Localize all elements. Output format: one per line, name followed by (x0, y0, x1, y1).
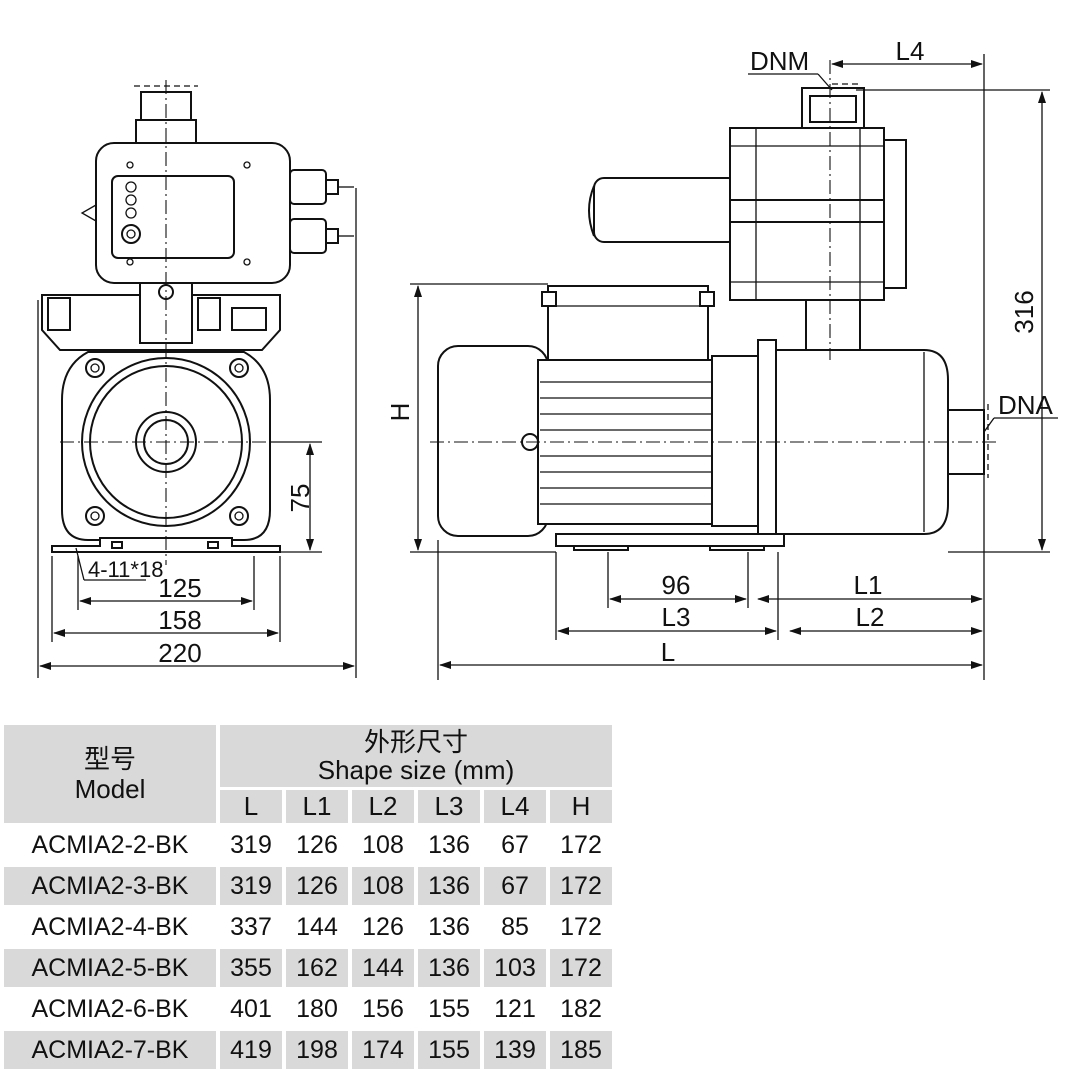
dim-96-label: 96 (662, 570, 691, 600)
model-header-en: Model (74, 774, 146, 804)
dim-220-label: 220 (158, 638, 201, 668)
value-cell: 126 (296, 830, 338, 859)
column-header: L1 (282, 790, 348, 823)
l3-label: L3 (662, 602, 691, 632)
l4-label: L4 (896, 36, 925, 66)
value-cell: 126 (362, 912, 404, 941)
model-header-cn: 型号 (83, 744, 136, 774)
value-cell: 162 (282, 949, 348, 987)
controller-box (95, 142, 291, 284)
h-label: H (385, 403, 415, 422)
model-header: 型号 Model (4, 725, 216, 823)
dna-label: DNA (998, 390, 1054, 420)
value-cell: 401 (230, 994, 272, 1023)
column-header: L (216, 790, 282, 823)
value-cell: 136 (428, 830, 470, 859)
dim-158-label: 158 (158, 605, 201, 635)
model-cell: ACMIA2-3-BK (4, 867, 216, 905)
value-cell: 319 (230, 830, 272, 859)
bolt-hole-label: 4-11*18 (88, 557, 163, 582)
value-cell: 121 (494, 994, 536, 1023)
value-cell: 155 (414, 1031, 480, 1069)
value-cell: 85 (501, 912, 529, 941)
model-cell: ACMIA2-5-BK (4, 949, 216, 987)
l2-label: L2 (856, 602, 885, 632)
table-row: ACMIA2-4-BK 337 144 126 136 85 172 (4, 908, 612, 946)
front-view: 75 4-11*18 125 158 220 (37, 80, 357, 678)
value-cell: 126 (282, 867, 348, 905)
value-cell: 67 (480, 867, 546, 905)
table-row: ACMIA2-2-BK 319 126 108 136 67 172 (4, 826, 612, 864)
l-label: L (661, 637, 675, 667)
controller-display (111, 175, 235, 259)
dim-316-label: 316 (1009, 290, 1039, 333)
model-cell: ACMIA2-6-BK (31, 994, 189, 1023)
column-header: H (546, 790, 612, 823)
column-header: L3 (414, 790, 480, 823)
value-cell: 355 (216, 949, 282, 987)
value-cell: 172 (560, 912, 602, 941)
value-cell: 172 (546, 867, 612, 905)
value-cell: 136 (414, 867, 480, 905)
dim-125-label: 125 (158, 573, 201, 603)
l1-label: L1 (854, 570, 883, 600)
value-cell: 144 (296, 912, 338, 941)
pump-dimension-drawing: 75 4-11*18 125 158 220 (37, 36, 1058, 680)
value-cell: 185 (546, 1031, 612, 1069)
vertical-pipe (805, 299, 861, 353)
value-cell: 136 (428, 912, 470, 941)
value-cell: 180 (296, 994, 338, 1023)
value-cell: 155 (428, 994, 470, 1023)
value-cell: 139 (480, 1031, 546, 1069)
value-cell: 144 (348, 949, 414, 987)
terminal-box (547, 285, 709, 361)
shape-header-en: Shape size (mm) (317, 755, 515, 785)
value-cell: 174 (348, 1031, 414, 1069)
shape-size-table: 型号 Model 外形尺寸 Shape size (mm) L L1 L2 L3… (4, 722, 612, 1072)
pump-flange (757, 339, 777, 543)
shape-header-cn: 外形尺寸 (363, 727, 468, 757)
value-cell: 337 (230, 912, 272, 941)
cable-gland-upper (289, 169, 327, 205)
value-cell: 156 (362, 994, 404, 1023)
shape-size-header: 外形尺寸 Shape size (mm) (216, 725, 612, 787)
table-row: ACMIA2-3-BK 319 126 108 136 67 172 (4, 867, 612, 905)
dnm-label: DNM (750, 46, 809, 76)
value-cell: 182 (560, 994, 602, 1023)
column-header: L2 (348, 790, 414, 823)
side-view: DNM L4 316 DNA H 96 L1 L3 L2 L (385, 36, 1058, 680)
value-cell: 172 (560, 830, 602, 859)
controller-side (593, 177, 739, 243)
model-cell: ACMIA2-7-BK (4, 1031, 216, 1069)
value-cell: 172 (546, 949, 612, 987)
value-cell: 319 (216, 867, 282, 905)
table-row: ACMIA2-5-BK 355 162 144 136 103 172 (4, 949, 612, 987)
value-cell: 67 (501, 830, 529, 859)
side-fitting (231, 307, 267, 331)
value-cell: 419 (216, 1031, 282, 1069)
cable-gland-lower (289, 218, 327, 254)
model-cell: ACMIA2-2-BK (31, 830, 189, 859)
value-cell: 108 (348, 867, 414, 905)
table-row: ACMIA2-7-BK 419 198 174 155 139 185 (4, 1031, 612, 1069)
value-cell: 108 (362, 830, 404, 859)
table-row: ACMIA2-6-BK 401 180 156 155 121 182 (4, 990, 612, 1028)
value-cell: 136 (414, 949, 480, 987)
value-cell: 103 (480, 949, 546, 987)
model-cell: ACMIA2-4-BK (31, 912, 189, 941)
value-cell: 198 (282, 1031, 348, 1069)
dim-75-label: 75 (285, 484, 315, 513)
column-header: L4 (480, 790, 546, 823)
